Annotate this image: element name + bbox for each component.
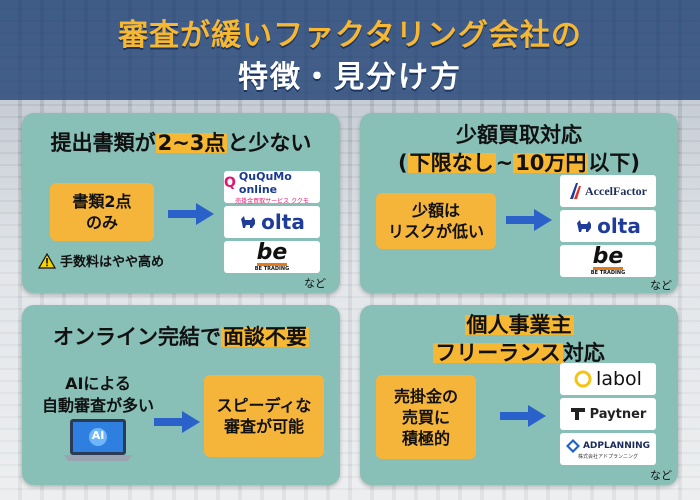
feature-line: 売掛金の — [393, 386, 458, 406]
feature-line: のみ — [85, 213, 118, 232]
logo-text: be — [256, 239, 288, 266]
title-text: と少ない — [227, 131, 312, 155]
logo-text: labol — [596, 368, 642, 390]
arrow-right-icon — [168, 203, 214, 225]
feature-line: リスクが低い — [387, 222, 484, 241]
adplanning-logo: ADPLANNING 株式会社アドプランニング — [560, 433, 656, 465]
logo-text: olta — [261, 210, 305, 234]
logo-subtext: 売掛金買取サービス ククモ — [235, 197, 309, 205]
title-highlight: 面談不要 — [221, 325, 309, 349]
title-highlight: 個人事業主 — [464, 313, 574, 337]
logo-text: be — [592, 243, 624, 270]
logo-subtext: 株式会社アドプランニング — [577, 453, 638, 460]
logo-text: ADPLANNING — [582, 440, 651, 451]
warning-note: 手数料はやや高め — [38, 251, 164, 270]
panel-subtitle: フリーランス対応 — [360, 339, 678, 367]
be-trading-logo: be BE TRADING — [224, 241, 320, 273]
title-text: 対応 — [562, 341, 605, 365]
ai-line: AIによる — [65, 374, 131, 393]
title-highlight: 10万円 — [513, 151, 589, 175]
feature-line: スピーディな — [216, 396, 312, 415]
header-banner: 審査が緩いファクタリング会社の 特徴・見分け方 — [0, 0, 700, 100]
feature-box: 少額は リスクが低い — [376, 193, 496, 249]
arrow-right-icon — [506, 209, 552, 231]
title-text: ~ — [495, 151, 514, 175]
title-text: 提出書類が — [50, 131, 156, 155]
accelfactor-logo: AccelFactor — [560, 175, 656, 207]
adplanning-mark-icon — [565, 438, 580, 453]
be-trading-logo: be BE TRADING — [560, 245, 656, 277]
panel-title: 少額買取対応 — [456, 123, 582, 147]
panel-subtitle: (下限なし~10万円以下) — [360, 149, 678, 177]
ququmo-logo: Q QuQuMo online 売掛金買取サービス ククモ — [224, 169, 320, 205]
feature-box: 書類2点 のみ — [50, 183, 154, 241]
etc-label: など — [650, 279, 672, 292]
title-text: オンライン完結で — [53, 325, 221, 349]
paytner-mark-icon — [570, 408, 585, 420]
q-mark-icon: Q — [224, 174, 236, 191]
olta-logo: olta — [224, 206, 320, 238]
paytner-logo: Paytner — [560, 398, 656, 430]
laptop-ai-icon — [64, 419, 132, 461]
logo-text: olta — [597, 214, 641, 238]
ai-line: 自動審査が多い — [41, 396, 154, 415]
title-text: 以下) — [588, 151, 641, 175]
title-highlight: 下限なし — [407, 151, 496, 175]
panel-freelance: 個人事業主 フリーランス対応 売掛金の 売買に 積極的 labol Paytne… — [360, 305, 678, 485]
feature-line: 積極的 — [401, 428, 450, 448]
panel-small-amount: 少額買取対応 (下限なし~10万円以下) 少額は リスクが低い AccelFac… — [360, 113, 678, 293]
page-title-line2: 特徴・見分け方 — [238, 60, 462, 95]
laptop-label: AI — [91, 429, 105, 442]
panel-title: オンライン完結で面談不要 — [22, 323, 340, 351]
feature-box: スピーディな 審査が可能 — [204, 375, 324, 457]
arrow-right-icon — [500, 405, 546, 427]
logo-text: Paytner — [589, 406, 647, 422]
panel-online: オンライン完結で面談不要 AIによる 自動審査が多い AI スピーディな 審査が… — [22, 305, 340, 485]
panel-title: 個人事業主 — [360, 311, 678, 339]
accel-mark-icon — [570, 183, 582, 199]
warning-icon — [38, 252, 56, 269]
labol-logo: labol — [560, 363, 656, 395]
feature-line: 売買に — [401, 407, 450, 427]
feature-line: 書類2点 — [72, 192, 132, 211]
arrow-right-icon — [154, 411, 200, 433]
title-highlight: フリーランス — [433, 341, 563, 365]
title-highlight: 2~3点 — [155, 131, 228, 155]
panel-title: 提出書類が2~3点と少ない — [22, 129, 340, 157]
feature-line: 審査が可能 — [223, 417, 304, 436]
title-text: ( — [397, 151, 408, 175]
logo-text: QuQuMo online — [238, 169, 292, 196]
warning-text: 手数料はやや高め — [60, 255, 165, 270]
logo-text: AccelFactor — [585, 183, 647, 198]
olta-logo: olta — [560, 210, 656, 242]
logo-subtext: BE TRADING — [590, 269, 626, 276]
labol-mark-icon — [574, 370, 592, 388]
etc-label: など — [304, 277, 326, 290]
feature-line: 少額は — [411, 201, 460, 220]
page-title-line1: 審査が緩いファクタリング会社の — [118, 18, 582, 53]
feature-box: 売掛金の 売買に 積極的 — [376, 375, 476, 459]
panel-few-documents: 提出書類が2~3点と少ない 書類2点 のみ 手数料はやや高め Q QuQuMo … — [22, 113, 340, 293]
dog-icon — [241, 216, 256, 228]
etc-label: など — [650, 469, 672, 482]
logo-subtext: BE TRADING — [254, 265, 290, 272]
ai-review-text: AIによる 自動審査が多い — [28, 373, 168, 417]
dog-icon — [577, 220, 592, 232]
